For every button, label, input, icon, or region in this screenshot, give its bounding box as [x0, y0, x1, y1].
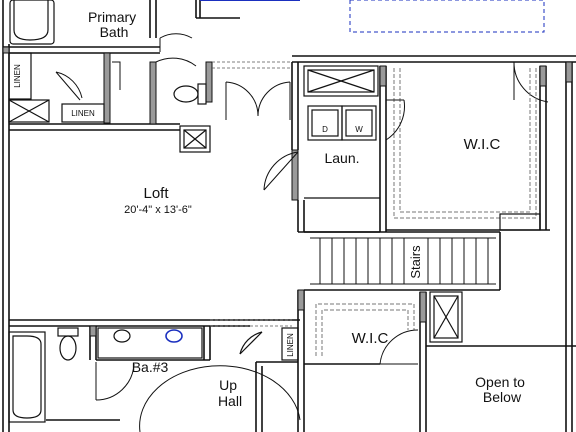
linen-mid-label: LINEN	[71, 109, 95, 118]
toilet-room-door	[155, 57, 197, 67]
stairs-label: Stairs	[408, 245, 423, 279]
sink-bath3-accent	[165, 329, 183, 343]
up-hall-label: Up Hall	[218, 377, 242, 409]
double-door	[225, 81, 291, 120]
loft-dimensions: 20'-4" x 13'-6"	[124, 204, 192, 216]
laundry-label: Laun.	[324, 150, 359, 166]
linen-lower-label: LINEN	[286, 333, 295, 357]
wic-lower-label: W.I.C	[352, 330, 389, 347]
wic-lower-shelf	[315, 303, 415, 356]
wic-right-door	[385, 99, 405, 141]
linen-closet-lower	[239, 327, 299, 361]
washer-label: W	[355, 125, 363, 134]
wic-right-label: W.I.C	[464, 136, 501, 153]
bath3-label: Ba.#3	[132, 359, 169, 375]
loft-label: Loft	[143, 185, 169, 202]
door-swings-top	[55, 33, 549, 103]
shaft-box-lower	[429, 291, 463, 343]
shaft-box	[179, 125, 211, 153]
stairs	[310, 237, 496, 285]
toilet-upper	[173, 83, 207, 105]
wall-fills	[2, 46, 573, 337]
wic-lower-door	[379, 329, 419, 365]
wic-right-bench	[499, 213, 541, 231]
wic-right-shelf	[393, 68, 537, 219]
laundry-shelf	[303, 65, 379, 97]
dryer-label: D	[322, 125, 328, 134]
hall-door-arc	[139, 365, 301, 432]
laundry-door	[263, 151, 299, 191]
washer	[341, 105, 377, 141]
bathtub-bath3	[8, 331, 46, 423]
bath3-door	[95, 362, 135, 401]
dashed-lines	[210, 61, 292, 327]
vanity-bath3	[97, 327, 203, 359]
bedroom-ceiling-outline	[349, 0, 545, 33]
open-below-label: Open to Below	[475, 374, 529, 405]
primary-bath-label: Primary Bath	[88, 9, 140, 40]
linen-closet-left	[8, 52, 50, 123]
linen-closet-mid	[61, 103, 105, 123]
bathtub-primary	[9, 0, 55, 45]
linen-left-label: LINEN	[13, 64, 22, 88]
toilet-bath3	[57, 327, 79, 361]
dryer	[307, 105, 343, 141]
